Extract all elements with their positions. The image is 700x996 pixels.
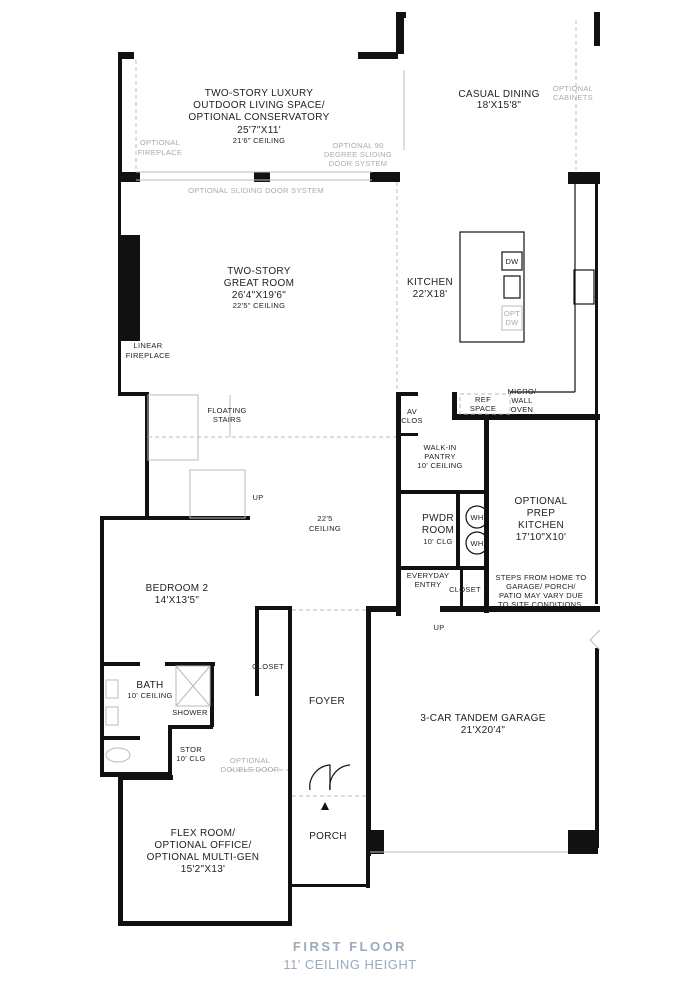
entry-closet-label: CLOSET [449, 585, 481, 594]
steps-note: GARAGE/ PORCH/ [506, 582, 576, 591]
stair-up-label: UP [252, 493, 263, 502]
stairs [147, 394, 246, 519]
linear-fireplace-label: FIREPLACE [126, 351, 170, 360]
flex-room-label: OPTIONAL OFFICE/ [154, 840, 251, 851]
kitchen-dim: 22'X18' [413, 289, 448, 300]
shower-label: SHOWER [172, 708, 208, 717]
ref-space-label: SPACE [470, 404, 496, 413]
pantry-label: WALK-IN [423, 443, 456, 452]
bedroom2-dim: 14'X13'5" [155, 595, 200, 606]
dishwasher-label: DW [505, 257, 519, 266]
outdoor-label: TWO-STORY LUXURY [205, 88, 314, 99]
micro-oven-label: MICRO/ [508, 387, 537, 396]
optional-cabinets-label: CABINETS [553, 93, 593, 102]
casual-dining-dim: 18'X15'8" [477, 100, 522, 111]
prep-kitchen-label: KITCHEN [518, 520, 564, 531]
outdoor-label: OPTIONAL CONSERVATORY [188, 112, 329, 123]
hall-ceiling-label: 22'5 [317, 514, 332, 523]
great-room-label: GREAT ROOM [224, 278, 294, 289]
outdoor-ceiling: 21'6" CEILING [233, 136, 286, 145]
water-heater-label: WH [470, 539, 483, 548]
steps-note: TO SITE CONDITIONS. [498, 600, 584, 609]
optional-dishwasher-label: DW [505, 318, 519, 327]
outdoor-dim: 25'7"X11' [237, 125, 281, 136]
great-room-ceiling: 22'5" CEILING [233, 301, 286, 310]
great-room-dim: 26'4"X19'6" [232, 290, 286, 301]
water-heater-label: WH [470, 513, 483, 522]
prep-kitchen-label: PREP [527, 508, 555, 519]
optional-sliding90-label: DEGREE SLIDING [324, 150, 392, 159]
garage-label: 3-CAR TANDEM GARAGE [420, 713, 545, 724]
room-labels: TWO-STORY LUXURY OUTDOOR LIVING SPACE/ O… [126, 84, 593, 875]
flex-room-label: OPTIONAL MULTI-GEN [147, 852, 260, 863]
floating-stairs-label: FLOATING [207, 406, 246, 415]
linear-fireplace-label: LINEAR [134, 341, 163, 350]
flex-room-label: FLEX ROOM/ [171, 828, 236, 839]
floor-title: FIRST FLOOR [293, 939, 407, 954]
powder-room-label: ROOM [422, 525, 454, 536]
storage-label: STOR [180, 745, 202, 754]
kitchen-label: KITCHEN [407, 277, 453, 288]
storage-label: 10' CLG [176, 754, 205, 763]
bedroom2-label: BEDROOM 2 [146, 583, 209, 594]
steps-note: STEPS FROM HOME TO [496, 573, 587, 582]
optional-sliding90-label: OPTIONAL 90 [332, 141, 383, 150]
bedroom-closet-label: CLOSET [252, 662, 284, 671]
hall-ceiling-label: CEILING [309, 524, 341, 533]
casual-dining-label: CASUAL DINING [458, 89, 539, 100]
floor-subtitle: 11' CEILING HEIGHT [283, 957, 416, 972]
pantry-ceiling: 10' CEILING [417, 461, 462, 470]
flex-room-dim: 15'2"X13' [181, 864, 226, 875]
floating-stairs-label: STAIRS [213, 415, 241, 424]
everyday-entry-label: ENTRY [415, 580, 442, 589]
av-closet-label: CLOS [401, 416, 423, 425]
bath-ceiling: 10' CEILING [127, 691, 172, 700]
outdoor-label: OUTDOOR LIVING SPACE/ [193, 100, 325, 111]
optional-lines [135, 20, 577, 853]
walls [100, 12, 600, 926]
porch-label: PORCH [309, 831, 347, 842]
bath-label: BATH [136, 680, 163, 691]
optional-fireplace-label: FIREPLACE [138, 148, 182, 157]
optional-double-door-label: OPTIONAL [230, 756, 270, 765]
optional-sliding-label: OPTIONAL SLIDING DOOR SYSTEM [188, 186, 324, 195]
powder-room-ceiling: 10' CLG [423, 537, 452, 546]
optional-sliding90-label: DOOR SYSTEM [329, 159, 388, 168]
prep-kitchen-label: OPTIONAL [515, 496, 568, 507]
foyer-label: FOYER [309, 696, 345, 707]
pantry-label: PANTRY [424, 452, 456, 461]
micro-oven-label: WALL [511, 396, 532, 405]
av-closet-label: AV [407, 407, 417, 416]
powder-room-label: PWDR [422, 513, 454, 524]
prep-kitchen-dim: 17'10"X10' [516, 532, 566, 543]
everyday-entry-label: EVERYDAY [407, 571, 450, 580]
fixtures [105, 505, 601, 810]
garage-dim: 21'X20'4" [461, 725, 506, 736]
kitchen-island [459, 184, 595, 415]
steps-note: PATIO MAY VARY DUE [499, 591, 583, 600]
optional-double-door-label: DOUBLE DOOR [221, 765, 280, 774]
optional-fireplace-label: OPTIONAL [140, 138, 180, 147]
ref-space-label: REF [475, 395, 491, 404]
micro-oven-label: OVEN [511, 405, 533, 414]
optional-cabinets-label: OPTIONAL [553, 84, 593, 93]
optional-dishwasher-label: OPT [504, 309, 520, 318]
entry-up-label: UP [433, 623, 444, 632]
great-room-label: TWO-STORY [227, 266, 290, 277]
